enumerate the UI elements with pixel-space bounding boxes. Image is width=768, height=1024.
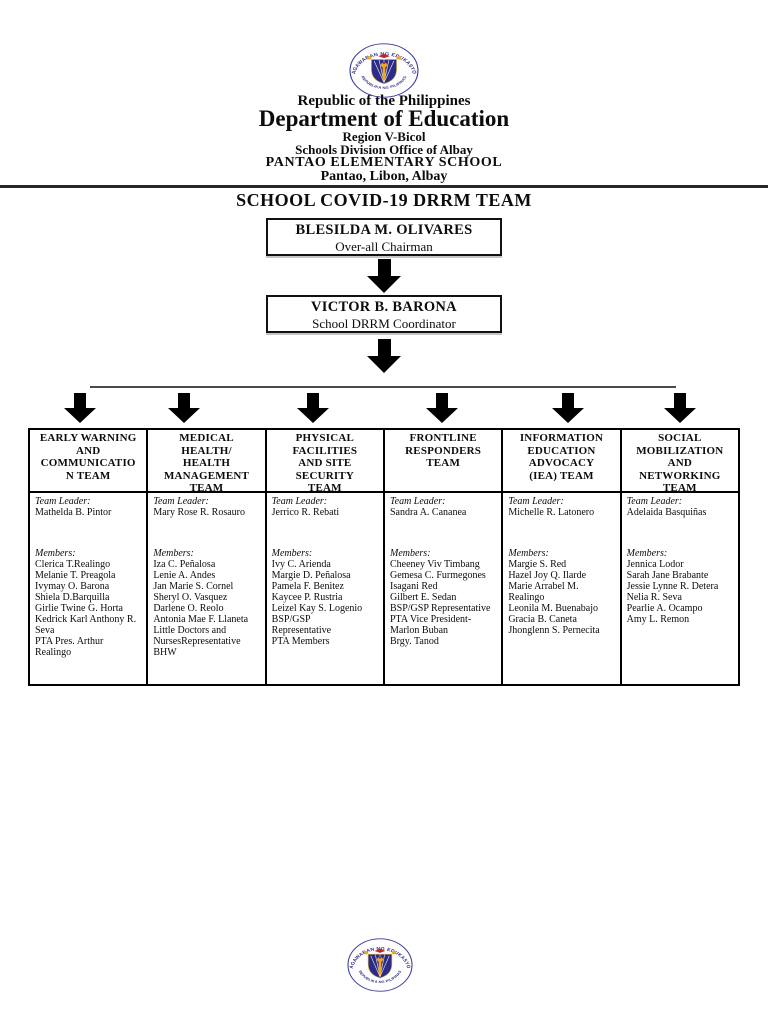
- republic-line: Republic of the Philippines: [297, 93, 471, 109]
- down-arrow-icon: [297, 393, 329, 423]
- team-column-social-mobilization: SOCIAL MOBILIZATION AND NETWORKING TEAM …: [619, 428, 740, 686]
- team-body: Team Leader: Michelle R. Latonero Member…: [501, 493, 622, 686]
- team-header: SOCIAL MOBILIZATION AND NETWORKING TEAM: [619, 428, 740, 494]
- down-arrow-icon: [552, 393, 584, 423]
- leader-block: Team Leader: Jerrico R. Rebati: [272, 496, 378, 548]
- members-block: Members: Cheeney Viv Timbang Gemesa C. F…: [390, 548, 496, 647]
- leader-block: Team Leader: Adelaida Basquiñas: [627, 496, 733, 548]
- members-block: Members: Jennica Lodor Sarah Jane Braban…: [627, 548, 733, 625]
- leader-block: Team Leader: Michelle R. Latonero: [508, 496, 614, 548]
- members-list: Clerica T.Realingo Melanie T. Preagola I…: [35, 559, 137, 658]
- down-arrow-icon: [367, 259, 401, 293]
- team-leader-label: Team Leader:: [153, 496, 209, 507]
- team-body: Team Leader: Jerrico R. Rebati Members: …: [264, 493, 385, 686]
- teams-table: EARLY WARNING AND COMMUNICATIO N TEAM Te…: [28, 428, 740, 686]
- page-title: SCHOOL COVID-19 DRRM TEAM: [236, 190, 532, 210]
- members-label: Members:: [626, 548, 668, 559]
- team-header: FRONTLINE RESPONDERS TEAM: [382, 428, 504, 493]
- members-block: Members: Ivy C. Arienda Margie D. Peñalo…: [272, 548, 378, 647]
- team-header: INFORMATION EDUCATION ADVOCACY (IEA) TEA…: [501, 428, 622, 493]
- school-address: Pantao, Libon, Albay: [320, 169, 448, 184]
- team-leader-name: Adelaida Basquiñas: [626, 507, 707, 518]
- members-label: Members:: [271, 548, 313, 559]
- team-leader-label: Team Leader:: [389, 496, 446, 507]
- team-header: MEDICAL HEALTH/ HEALTH MANAGEMENT TEAM: [146, 428, 267, 494]
- coordinator-role: School DRRM Coordinator: [312, 316, 456, 331]
- team-leader-label: Team Leader:: [508, 496, 564, 507]
- chairman-name: BLESILDA M. OLIVARES: [295, 222, 473, 238]
- down-arrow-icon: [367, 339, 401, 373]
- header-divider: [0, 185, 768, 188]
- team-column-early-warning: EARLY WARNING AND COMMUNICATIO N TEAM Te…: [28, 428, 149, 686]
- team-leader-name: Mary Rose R. Rosauro: [153, 507, 245, 518]
- division-line: Schools Division Office of Albay: [295, 142, 473, 157]
- team-column-frontline-responders: FRONTLINE RESPONDERS TEAM Team Leader: S…: [382, 428, 504, 686]
- members-block: Members: Clerica T.Realingo Melanie T. P…: [35, 548, 141, 658]
- deped-seal-icon: KAGAWARAN NG EDUKASYON REPUBLIKA NG PILI…: [347, 938, 413, 992]
- down-arrow-icon: [426, 393, 458, 423]
- team-leader-name: Sandra A. Cananea: [389, 507, 467, 518]
- down-arrow-icon: [64, 393, 96, 423]
- down-arrow-icon: [664, 393, 696, 423]
- members-label: Members:: [35, 548, 76, 559]
- members-list: Iza C. Peñalosa Lenie A. Andes Jan Marie…: [153, 559, 249, 658]
- leader-block: Team Leader: Sandra A. Cananea: [390, 496, 496, 548]
- department-title: Department of Education: [258, 106, 510, 131]
- branch-connector-line: [90, 386, 676, 388]
- coordinator-name: VICTOR B. BARONA: [311, 299, 457, 315]
- team-leader-name: Jerrico R. Rebati: [271, 507, 340, 518]
- team-column-physical-facilities: PHYSICAL FACILITIES AND SITE SECURITY TE…: [264, 428, 385, 686]
- team-leader-label: Team Leader:: [626, 496, 683, 507]
- team-leader-label: Team Leader:: [35, 496, 91, 507]
- members-label: Members:: [508, 548, 549, 559]
- region-line: Region V-Bicol: [342, 129, 426, 144]
- team-leader-name: Michelle R. Latonero: [508, 507, 595, 518]
- members-list: Ivy C. Arienda Margie D. Peñalosa Pamela…: [271, 559, 363, 647]
- team-body: Team Leader: Adelaida Basquiñas Members:…: [619, 493, 740, 686]
- chairman-role: Over-all Chairman: [335, 239, 433, 254]
- team-column-iea: INFORMATION EDUCATION ADVOCACY (IEA) TEA…: [501, 428, 622, 686]
- members-block: Members: Iza C. Peñalosa Lenie A. Andes …: [153, 548, 259, 658]
- members-label: Members:: [153, 548, 194, 559]
- team-body: Team Leader: Sandra A. Cananea Members: …: [382, 493, 504, 686]
- coordinator-box: VICTOR B. BARONA School DRRM Coordinator: [266, 295, 502, 333]
- members-label: Members:: [389, 548, 431, 559]
- leader-block: Team Leader: Mathelda B. Pintor: [35, 496, 141, 548]
- team-header: PHYSICAL FACILITIES AND SITE SECURITY TE…: [264, 428, 385, 494]
- team-body: Team Leader: Mary Rose R. Rosauro Member…: [146, 493, 267, 686]
- team-leader-name: Mathelda B. Pintor: [35, 507, 112, 518]
- members-list: Margie S. Red Hazel Joy Q. Ilarde Marie …: [508, 559, 600, 636]
- team-header: EARLY WARNING AND COMMUNICATIO N TEAM: [28, 428, 149, 493]
- down-arrow-icon: [168, 393, 200, 423]
- members-block: Members: Margie S. Red Hazel Joy Q. Ilar…: [508, 548, 614, 636]
- members-list: Jennica Lodor Sarah Jane Brabante Jessie…: [626, 559, 719, 625]
- leader-block: Team Leader: Mary Rose R. Rosauro: [153, 496, 259, 548]
- chairman-box: BLESILDA M. OLIVARES Over-all Chairman: [266, 218, 502, 256]
- team-body: Team Leader: Mathelda B. Pintor Members:…: [28, 493, 149, 686]
- school-name: PANTAO ELEMENTARY SCHOOL: [265, 155, 503, 170]
- deped-seal-icon: KAGAWARAN NG EDUKASYON REPUBLIKA NG PILI…: [349, 43, 419, 98]
- team-leader-label: Team Leader:: [271, 496, 328, 507]
- team-column-medical-health: MEDICAL HEALTH/ HEALTH MANAGEMENT TEAM T…: [146, 428, 267, 686]
- members-list: Cheeney Viv Timbang Gemesa C. Furmegones…: [389, 559, 491, 647]
